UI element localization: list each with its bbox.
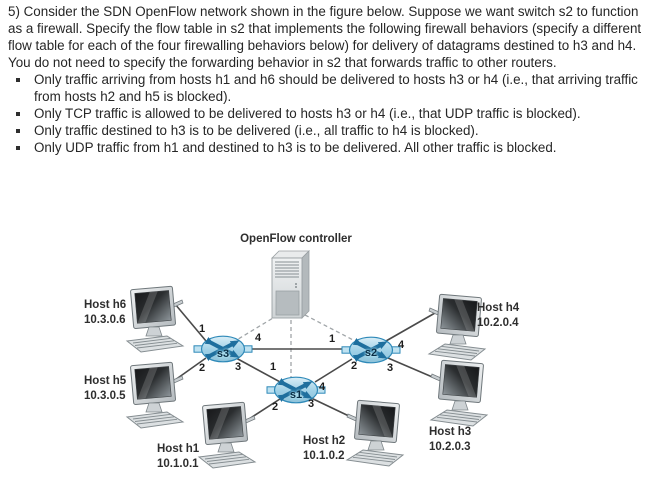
host-ip: 10.2.0.3 bbox=[429, 441, 471, 453]
link-s1-s2 bbox=[314, 358, 353, 383]
s2-port-4-label: 4 bbox=[397, 339, 405, 351]
link-s1-h2 bbox=[308, 396, 352, 418]
bullet-text: Only traffic arriving from hosts h1 and … bbox=[34, 72, 638, 104]
s3-port-4-label: 4 bbox=[254, 332, 262, 344]
host-h5-icon bbox=[126, 361, 184, 429]
host-h6-label: Host h6 10.3.0.6 bbox=[84, 298, 126, 328]
question-intro: 5) Consider the SDN OpenFlow network sho… bbox=[8, 4, 642, 70]
host-h1-icon bbox=[198, 401, 256, 469]
link-s2-h3 bbox=[387, 357, 438, 380]
bullet-item: Only traffic arriving from hosts h1 and … bbox=[8, 71, 651, 105]
s1-port-4-label: 4 bbox=[318, 381, 326, 393]
host-name: Host h6 bbox=[84, 299, 127, 311]
host-name: Host h2 bbox=[303, 435, 346, 447]
bullet-marker bbox=[16, 112, 20, 116]
switch-s1-label: s1 bbox=[289, 389, 303, 401]
host-ip: 10.1.0.2 bbox=[303, 450, 345, 462]
bullet-item: Only TCP traffic is allowed to be delive… bbox=[8, 105, 651, 122]
link-h5-s3 bbox=[174, 357, 207, 381]
bullet-item: Only UDP traffic from h1 and destined to… bbox=[8, 139, 651, 156]
s1-port-1-label: 1 bbox=[269, 361, 277, 373]
host-ip: 10.2.0.4 bbox=[477, 317, 519, 329]
bullet-marker bbox=[16, 129, 20, 133]
host-name: Host h4 bbox=[477, 302, 520, 314]
controller-label: OpenFlow controller bbox=[240, 233, 352, 245]
link-s1-h1 bbox=[248, 396, 284, 420]
link-h6-s3 bbox=[174, 303, 207, 342]
controller-link-s3 bbox=[234, 314, 279, 342]
host-name: Host h1 bbox=[157, 443, 200, 455]
host-h2-label: Host h2 10.1.0.2 bbox=[303, 434, 345, 464]
s3-port-2-label: 2 bbox=[198, 362, 206, 374]
bullet-item: Only traffic destined to h3 is to be del… bbox=[8, 122, 651, 139]
link-s2-h4 bbox=[385, 312, 436, 342]
bullet-text: Only UDP traffic from h1 and destined to… bbox=[34, 140, 557, 155]
data-links bbox=[174, 303, 438, 420]
switch-s3-label: s3 bbox=[216, 348, 230, 360]
bullet-marker bbox=[16, 78, 20, 82]
s2-port-3-label: 3 bbox=[386, 362, 394, 374]
host-ip: 10.3.0.6 bbox=[84, 314, 126, 326]
s2-port-2-label: 2 bbox=[350, 360, 358, 372]
s1-port-2-label: 2 bbox=[271, 401, 279, 413]
host-ip: 10.3.0.5 bbox=[84, 390, 126, 402]
s2-port-1-label: 1 bbox=[328, 333, 336, 345]
link-s3-s1 bbox=[235, 357, 283, 384]
host-h4-label: Host h4 10.2.0.4 bbox=[477, 301, 519, 331]
host-h2-icon bbox=[346, 399, 404, 467]
controller-link-s2 bbox=[304, 314, 358, 343]
s3-port-1-label: 1 bbox=[198, 323, 206, 335]
bullet-text: Only TCP traffic is allowed to be delive… bbox=[34, 106, 581, 121]
host-h1-label: Host h1 10.1.0.1 bbox=[157, 442, 199, 472]
s1-port-3-label: 3 bbox=[307, 398, 315, 410]
s3-port-3-label: 3 bbox=[234, 361, 242, 373]
question-bullets: Only traffic arriving from hosts h1 and … bbox=[8, 71, 651, 156]
host-h3-icon bbox=[430, 359, 488, 427]
bullet-text: Only traffic destined to h3 is to be del… bbox=[34, 123, 479, 138]
bullet-marker bbox=[16, 146, 20, 150]
switch-s2-label: s2 bbox=[364, 347, 378, 359]
controller-links bbox=[234, 314, 358, 379]
host-h3-label: Host h3 10.2.0.3 bbox=[429, 425, 471, 455]
host-ip: 10.1.0.1 bbox=[157, 458, 199, 470]
host-name: Host h5 bbox=[84, 375, 127, 387]
host-h6-icon bbox=[126, 285, 184, 353]
controller-tower-icon bbox=[271, 250, 310, 319]
question-block: 5) Consider the SDN OpenFlow network sho… bbox=[8, 3, 651, 156]
host-h5-label: Host h5 10.3.0.5 bbox=[84, 374, 126, 404]
host-name: Host h3 bbox=[429, 426, 472, 438]
